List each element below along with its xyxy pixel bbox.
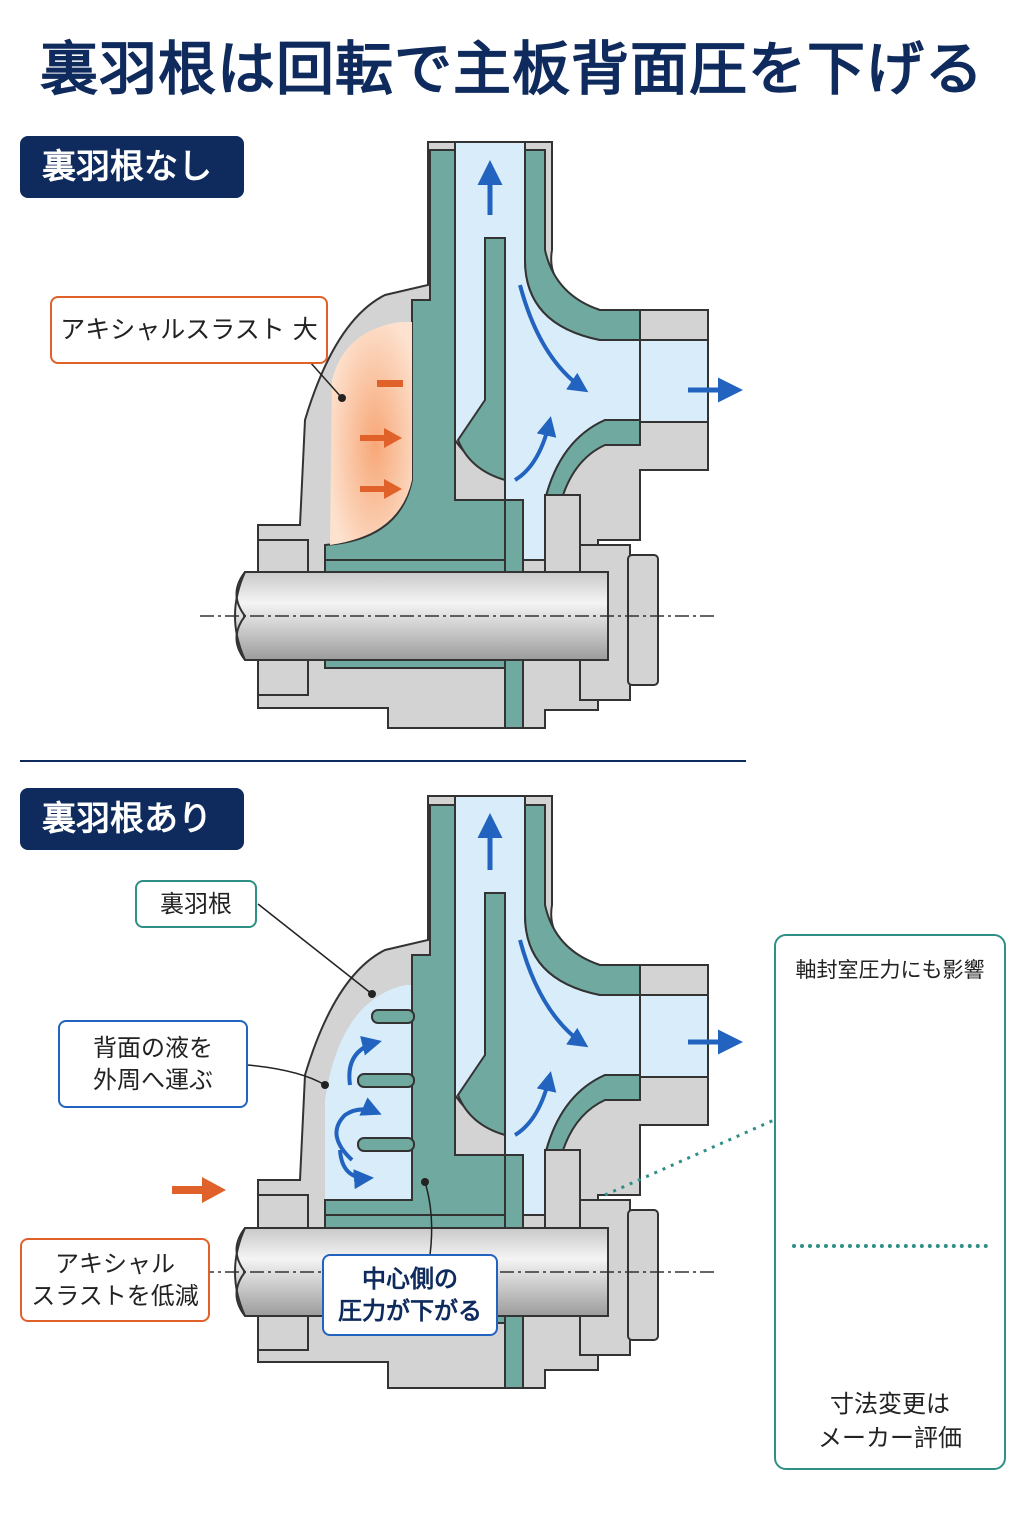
flow-arrow-icon: [513, 1071, 557, 1137]
back-vane: [357, 1137, 415, 1152]
flow-arrow-icon: [513, 416, 557, 482]
volute-wall: [524, 804, 641, 996]
inset-note-line: メーカー評価: [818, 1423, 962, 1452]
impeller-vane: [456, 892, 506, 1137]
flow-arrow-icon: [338, 1149, 374, 1190]
inset-divider: [792, 1244, 988, 1248]
flow-arrow-icon: [334, 1097, 382, 1162]
outlet-channel: [639, 994, 709, 1078]
callout-line: 中心側の: [362, 1264, 458, 1293]
callout-back-vane: 裏羽根: [135, 880, 257, 928]
section-badge-with-back-vane: 裏羽根あり: [20, 788, 244, 850]
section-badge-without-back-vane: 裏羽根なし: [20, 136, 244, 198]
flow-arrow-icon: [518, 939, 589, 1048]
callout-center-pressure-drop: 中心側の 圧力が下がる: [322, 1254, 498, 1336]
impeller-shroud: [324, 149, 506, 561]
flow-arrow-icon: [347, 1036, 382, 1086]
callout-axial-thrust-large: アキシャルスラスト 大: [50, 296, 328, 364]
pressure-minus-mark: [377, 380, 403, 387]
thrust-arrow-icon: [172, 1177, 226, 1203]
volute-wall: [524, 149, 641, 341]
back-vane: [357, 1073, 415, 1088]
pump-without-back-vane: [200, 141, 743, 729]
page-title: 裏羽根は回転で主板背面圧を下げる: [39, 35, 984, 103]
section-divider: [20, 760, 746, 762]
impeller-vane: [456, 237, 506, 482]
inset-note: 寸法変更は メーカー評価: [776, 1388, 1004, 1455]
seal-chamber-inset-panel: 軸封室圧力にも影響 寸法変更は メーカー評価: [774, 934, 1006, 1470]
thrust-arrow-icon: [360, 428, 402, 448]
back-vane: [371, 1009, 415, 1024]
callout-axial-thrust-reduce: アキシャル スラストを低減: [20, 1238, 210, 1322]
inset-title: 軸封室圧力にも影響: [795, 958, 985, 982]
inset-note-line: 寸法変更は: [830, 1390, 950, 1418]
inset-link-line: [604, 1118, 775, 1197]
outlet-channel: [639, 339, 709, 423]
callout-line: 背面の液を: [93, 1033, 213, 1062]
callout-line: 圧力が下がる: [338, 1297, 482, 1325]
shaft: [234, 571, 609, 661]
thrust-arrow-icon: [360, 479, 402, 499]
callout-line: アキシャル: [55, 1249, 175, 1278]
callout-line: スラストを低減: [31, 1282, 199, 1310]
callout-carry-liquid-outward: 背面の液を 外周へ運ぶ: [58, 1020, 248, 1108]
flow-arrow-icon: [518, 284, 589, 393]
callout-line: 外周へ運ぶ: [93, 1066, 213, 1094]
